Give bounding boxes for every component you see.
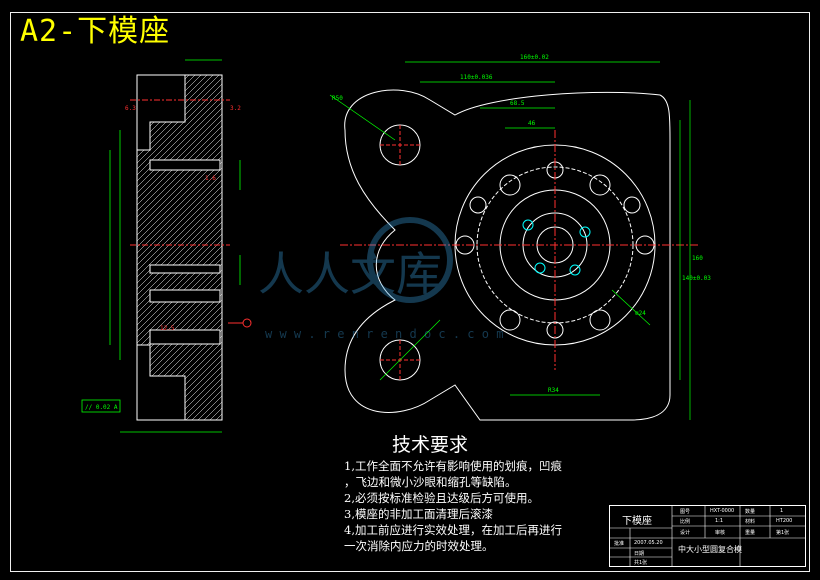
roughness-4: 12.5 — [160, 325, 175, 332]
title-block: 下模座 图号 HXT-0000 数量 1 比例 1:1 材料 HT200 设计 … — [609, 505, 806, 567]
dim-top-1: 160±0.02 — [520, 54, 549, 61]
watermark: 人人文库 w w w . r e n r e n d o c . c o m — [258, 217, 503, 341]
tech-req-line-2: ，飞边和微小沙眼和缩孔等缺陷。 — [344, 475, 517, 489]
tech-req-line-6: 一次消除内应力的时效处理。 — [344, 539, 494, 553]
dim-right-2: 140±0.03 — [682, 275, 711, 282]
watermark-url: w w w . r e n r e n d o c . c o m — [265, 327, 503, 341]
tech-req-line-3: 2,必须按标准检验且达级后方可使用。 — [344, 491, 539, 505]
roughness-2: 3.2 — [230, 105, 241, 112]
dim-radius: R50 — [332, 95, 343, 102]
tb-cell-2: 数量 — [745, 509, 756, 515]
tb-cell-15: 批准 — [614, 541, 625, 547]
tb-cell-1: HXT-0000 — [710, 508, 735, 514]
tb-cell-0: 图号 — [680, 509, 691, 515]
dim-hole: ∅24 — [635, 310, 646, 317]
bolt-circle-holes — [455, 161, 655, 339]
tech-req-heading: 技术要求 — [392, 434, 469, 456]
tb-cell-6: 材料 — [745, 519, 756, 525]
tb-cell-3: 1 — [780, 508, 784, 514]
tb-cell-12: 日期 — [634, 551, 645, 557]
outer-frame — [10, 12, 810, 572]
drawing-title: A2-下模座 — [20, 14, 171, 49]
watermark-text: 人人文库 — [258, 247, 442, 301]
tb-cell-8: 设计 — [680, 530, 691, 536]
plan-view — [329, 61, 700, 421]
tech-req-line-5: 4,加工前应进行实效处理，在加工后再进行 — [344, 523, 562, 537]
roughness-3: 1.6 — [205, 175, 216, 182]
dim-top-4: 46 — [528, 120, 536, 127]
tech-req-line-4: 3,模座的非加工面清理后滚漆 — [344, 507, 493, 521]
tb-cell-5: 1:1 — [715, 518, 724, 524]
tb-cell-4: 比例 — [680, 519, 691, 525]
tb-cell-11: 第1张 — [776, 530, 790, 536]
tech-req-line-1: 1,工作全面不允许有影响使用的划痕，凹痕 — [344, 459, 562, 473]
section-view — [81, 59, 252, 433]
dim-top-3: 68.5 — [510, 100, 525, 107]
tb-cell-14: 共1张 — [634, 560, 648, 566]
dim-top-2: 110±0.036 — [460, 74, 493, 81]
tolerance-frame: // 0.02 A — [85, 404, 118, 411]
tb-cell-9: 审核 — [715, 530, 726, 536]
tb-school: 中大小型圆复合模 — [678, 545, 742, 554]
dim-right-1: 160 — [692, 255, 703, 262]
tb-cell-10: 重量 — [745, 530, 756, 536]
tb-cell-13: 2007.05.20 — [634, 540, 663, 546]
dim-bottom: R34 — [548, 387, 559, 394]
tb-part-name: 下模座 — [622, 516, 652, 527]
tb-cell-7: HT200 — [776, 518, 793, 524]
roughness-1: 6.3 — [125, 105, 136, 112]
